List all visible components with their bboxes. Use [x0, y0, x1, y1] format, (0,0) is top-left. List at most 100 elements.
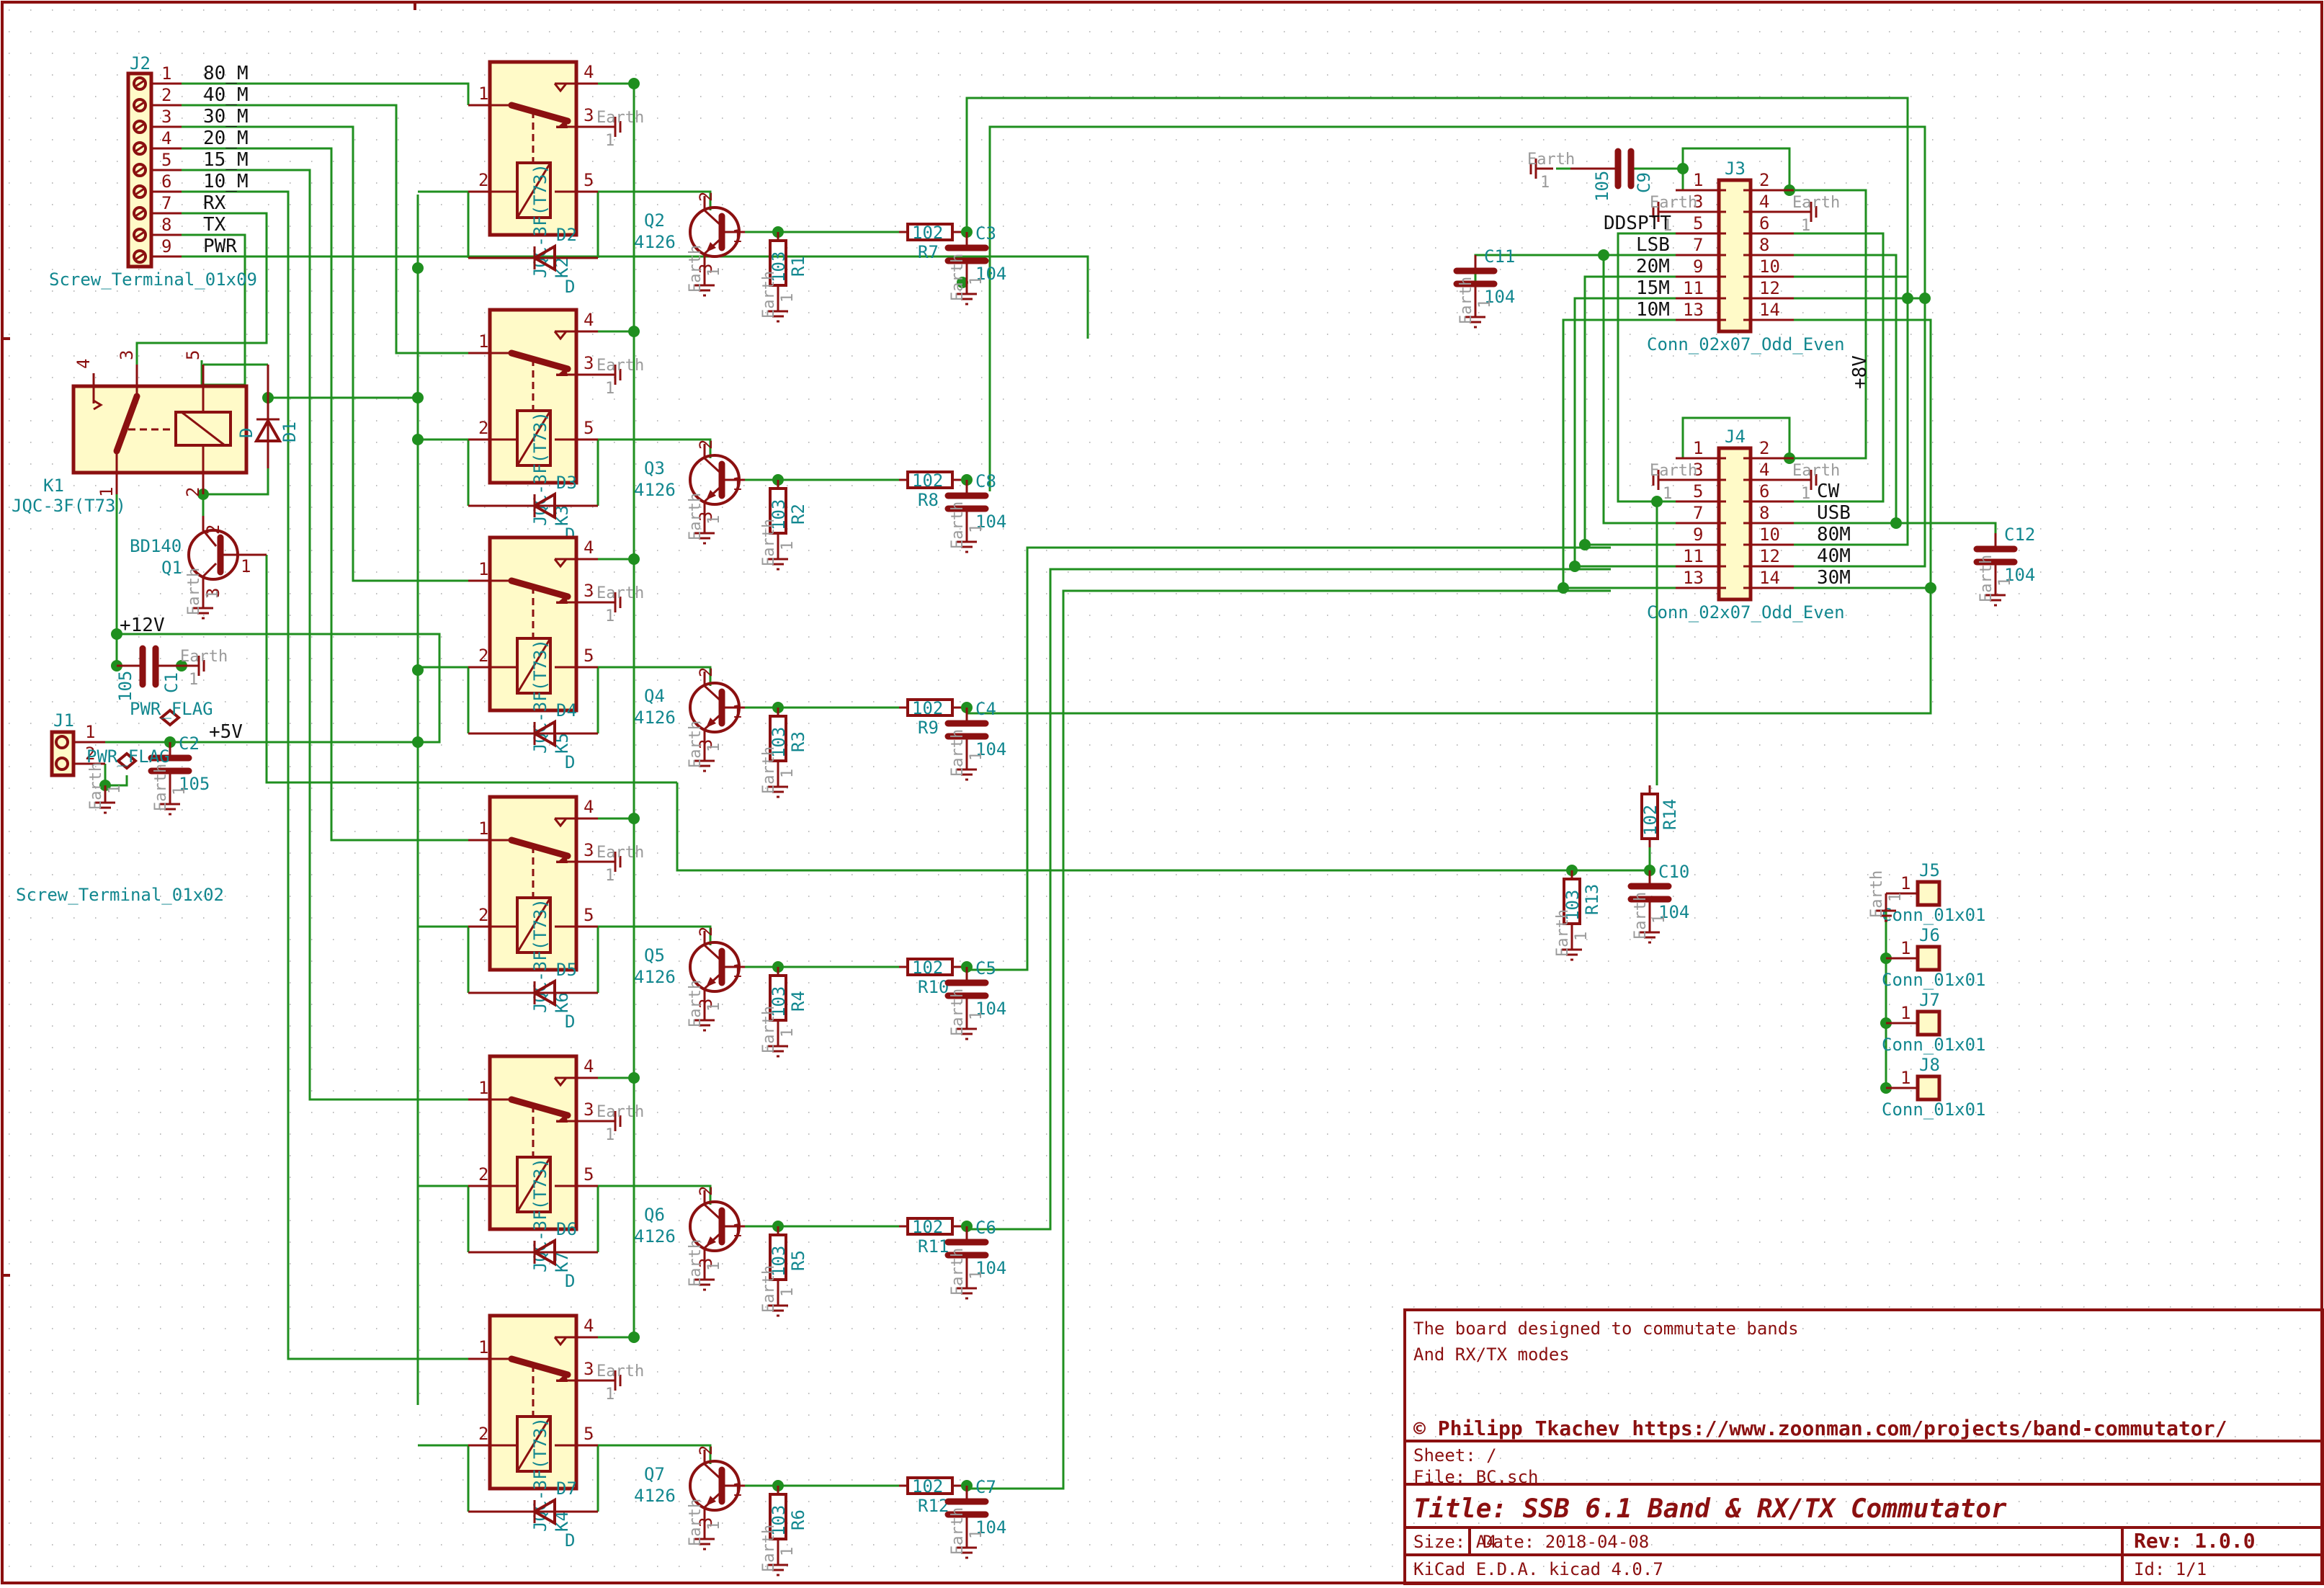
title-block-copyright: © Philipp Tkachev https://www.zoonman.co…	[1413, 1417, 2227, 1440]
pin-number: 7	[161, 193, 171, 213]
diode-body	[531, 978, 556, 1007]
diode-ref: D2	[556, 225, 577, 245]
connector-ref: J5	[1919, 860, 1940, 880]
collector	[703, 196, 723, 228]
res-ref: R7	[918, 242, 939, 262]
res-ref: R12	[918, 1496, 949, 1516]
grid-pattern	[9, 9, 2323, 1567]
coil	[516, 896, 552, 954]
earth-pin-label: 1	[1573, 932, 1591, 941]
pin-number: 3	[203, 588, 223, 598]
earth-label: Earth	[760, 1265, 778, 1313]
connector-body	[1916, 880, 1941, 907]
earth-pin-label: 1	[1801, 485, 1810, 503]
title-block-tool: KiCad E.D.A. kicad 4.0.7	[1413, 1559, 1663, 1579]
emitter-arrow	[706, 242, 716, 252]
cap-value: 104	[975, 512, 1006, 532]
no-contact	[553, 331, 568, 341]
junction-dot	[412, 664, 424, 676]
pin-number: 6	[1759, 481, 1769, 501]
connector-ref: J8	[1919, 1055, 1940, 1075]
earth-label: Earth	[1650, 194, 1697, 212]
connector-body	[1916, 945, 1941, 972]
nc-arrow	[556, 595, 568, 604]
title-block-sheet: Sheet: /	[1413, 1445, 1497, 1466]
cap-ref: C9	[1634, 172, 1654, 193]
res-value: 103	[769, 251, 789, 282]
wire	[182, 104, 468, 354]
wires	[99, 78, 1997, 1512]
earth-pin-label: 1	[605, 1126, 614, 1144]
cap-ref: C6	[975, 1218, 996, 1238]
screw-icon	[133, 141, 147, 156]
switch-blade	[508, 837, 571, 860]
cap-value: 104	[1484, 287, 1515, 307]
earth-label: Earth	[949, 1507, 967, 1555]
coil-diagonal	[181, 411, 225, 447]
cap-ref: C1	[161, 672, 182, 693]
pin-number: 14	[1759, 300, 1780, 320]
pin-number: 2	[85, 744, 95, 764]
diode-body	[254, 417, 282, 442]
earth-pin-label: 1	[204, 590, 222, 599]
title-block: The board designed to commutate bands An…	[1403, 1308, 2324, 1587]
earth-label: Earth	[185, 568, 203, 615]
collector	[703, 1450, 723, 1481]
pin-number: 5	[1693, 213, 1703, 233]
wire	[1681, 147, 1791, 190]
earth-label: Earth	[1457, 277, 1475, 324]
title-block-size: Size: A4	[1413, 1532, 1497, 1552]
coil	[174, 411, 232, 447]
emitter-arrow	[706, 1496, 716, 1506]
pin-number: 4	[1759, 460, 1769, 480]
screw-icon	[55, 735, 69, 749]
earth-pin-label: 1	[967, 524, 986, 533]
res-value: 102	[912, 1476, 943, 1496]
switch-blade	[113, 393, 140, 455]
switch-blade	[508, 1096, 571, 1119]
earth-label: Earth	[152, 764, 170, 811]
earth-label: Earth	[596, 1362, 644, 1380]
earth-pin-label: 1	[106, 785, 124, 794]
net-label-30m: 30M	[1817, 567, 1851, 589]
net-label-40m: 40M	[1817, 545, 1851, 567]
earth-label: Earth	[687, 493, 705, 540]
diode-ref: D1	[280, 421, 300, 442]
pin-number: 10	[1759, 525, 1780, 545]
res-value: 102	[912, 1217, 943, 1237]
earth-pin-label: 1	[967, 1530, 986, 1539]
connector-value: Conn_01x01	[1882, 1099, 1986, 1120]
labels: 80_M40_M30_M20_M15_M10_MRXTXPWR+12V+5VPW…	[86, 63, 1871, 767]
pin-number: 1	[732, 1480, 742, 1500]
wire	[182, 82, 470, 105]
res-ref: R2	[788, 504, 808, 525]
collector	[703, 1190, 723, 1222]
earth-pin-label: 1	[967, 1011, 986, 1020]
earth-label: Earth	[1868, 870, 1886, 918]
screw-slot	[135, 231, 145, 239]
wire	[676, 782, 1650, 872]
net-label-40_m: 40_M	[203, 84, 249, 106]
earth-label: Earth	[949, 501, 967, 549]
cap-ref: C12	[2004, 525, 2035, 545]
res-ref: R6	[788, 1509, 808, 1530]
wire	[115, 494, 441, 744]
earth-label: Earth	[1977, 555, 1995, 602]
